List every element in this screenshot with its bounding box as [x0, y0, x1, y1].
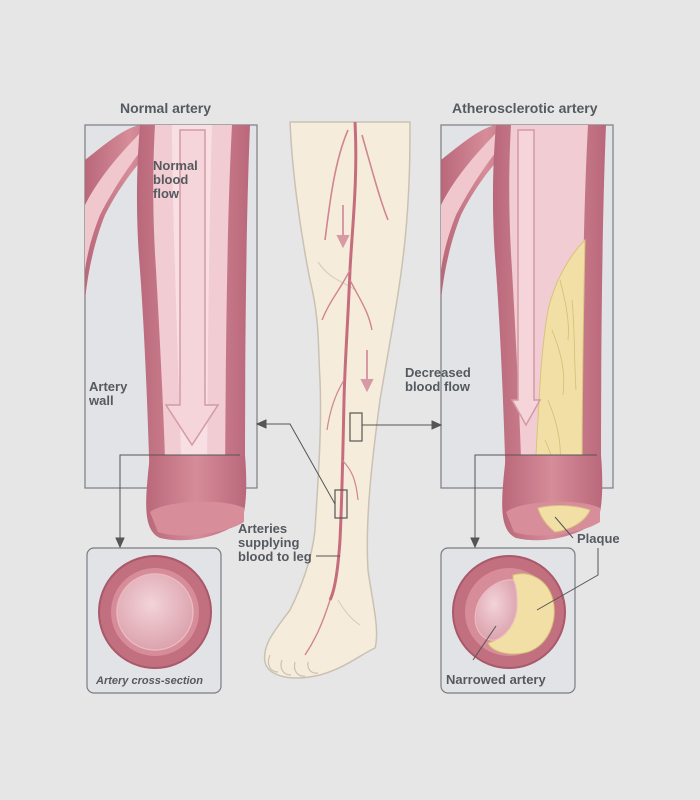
normal-branch-lumen — [85, 125, 162, 270]
normal-flow-line-1: Normal — [153, 158, 198, 173]
artery-wall-line-2: wall — [89, 393, 114, 408]
normal-to-cross-section-arrow — [115, 454, 240, 549]
branch-artery-3 — [321, 269, 351, 321]
main-leg-artery — [328, 121, 358, 601]
connector-lines — [115, 419, 599, 661]
athero-branch-lumen — [441, 125, 518, 270]
upper-marker-to-athero-arrow — [362, 420, 443, 430]
narrowed-pointer — [472, 625, 497, 661]
plaque-pointer-lower — [536, 548, 599, 611]
decreased-flow-line-2: blood flow — [405, 379, 470, 394]
leg-flow-arrow-lower — [360, 350, 374, 393]
plaque-buildup — [535, 238, 586, 488]
arteries-supplying-label: Arteries supplying blood to leg — [238, 522, 312, 564]
narrowed-artery-label: Narrowed artery — [446, 672, 546, 687]
normal-artery-end — [150, 501, 244, 536]
normal-cross-lumen — [116, 573, 194, 651]
normal-artery-title: Normal artery — [120, 100, 212, 116]
leg-illustration — [263, 121, 411, 679]
athero-end-plaque — [537, 505, 591, 533]
leg-flow-arrow-upper — [336, 205, 350, 249]
toes — [267, 654, 319, 677]
athero-cross-section-panel — [440, 547, 576, 694]
foot-artery — [304, 599, 331, 656]
arteries-supplying-line-3: blood to leg — [238, 549, 312, 564]
knee-line — [317, 261, 356, 291]
plaque-label: Plaque — [577, 531, 620, 546]
arteries-supplying-line-2: supplying — [238, 535, 300, 550]
normal-branch-wall — [85, 125, 175, 300]
narrowed-lumen — [474, 579, 518, 641]
branch-artery-6 — [341, 459, 359, 501]
branch-artery-4 — [349, 279, 373, 331]
decreased-flow-label: Decreased blood flow — [405, 366, 471, 394]
lower-marker-to-normal-arrow — [255, 419, 336, 505]
normal-flow-arrow — [164, 129, 220, 447]
cross-section-label: Artery cross-section — [96, 675, 203, 687]
branch-artery-5 — [326, 379, 345, 431]
artery-wall-line-1: Artery — [89, 379, 128, 394]
athero-artery-title: Atherosclerotic artery — [452, 100, 598, 116]
leg-outline — [263, 121, 411, 679]
normal-flow-line-3: flow — [153, 186, 179, 201]
normal-flow-line-2: blood — [153, 172, 189, 187]
athero-branch-wall — [441, 125, 531, 300]
ankle-line — [337, 599, 361, 626]
normal-artery-panel — [84, 124, 258, 541]
artery-wall-label: Artery wall — [89, 380, 127, 408]
branch-artery-2 — [361, 134, 389, 221]
athero-to-cross-section-arrow — [470, 454, 597, 549]
decreased-flow-line-1: Decreased — [405, 365, 471, 380]
athero-artery-panel — [440, 124, 614, 541]
upper-leg-marker — [349, 412, 363, 442]
normal-flow-label: Normal blood flow — [153, 159, 198, 201]
athero-flow-arrow — [510, 129, 542, 427]
plaque-pointer-upper — [554, 516, 574, 539]
arteries-supplying-line-1: Arteries — [238, 521, 288, 536]
branch-artery-1 — [324, 129, 349, 241]
normal-cross-section-panel — [86, 547, 222, 694]
